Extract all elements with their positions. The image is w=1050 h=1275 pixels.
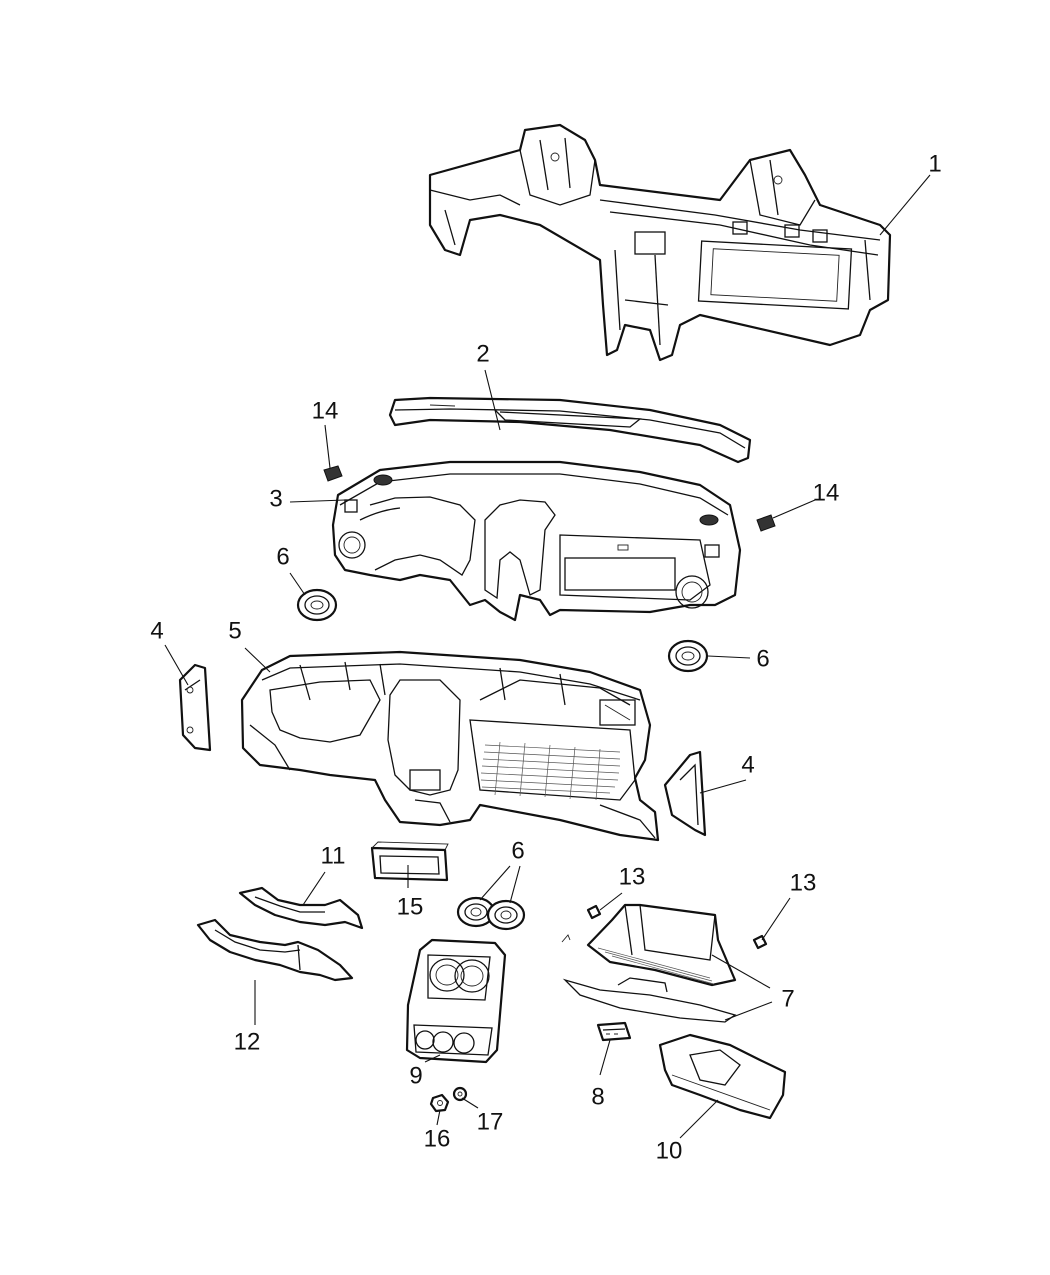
small-pin [561,934,571,943]
part-4-end-cap-left [178,663,212,752]
callout-labels: 1 2 3 4 4 5 6 6 6 7 8 9 10 11 12 13 13 1… [150,150,941,1164]
callout-12: 12 [234,1028,261,1055]
callout-6-center: 6 [511,837,524,864]
part-13-clip-right [752,934,768,950]
callout-3: 3 [269,485,282,512]
callout-14-right: 14 [813,479,840,506]
part-14-right-clip [756,514,776,532]
callout-8: 8 [591,1083,604,1110]
callout-4-right: 4 [741,751,754,778]
callout-1: 1 [928,150,941,177]
callout-16: 16 [424,1125,451,1152]
part-17-fastener [452,1086,468,1102]
part-2-instrument-panel-top-pad [388,396,752,464]
callout-13-left: 13 [619,863,646,890]
callout-5: 5 [228,617,241,644]
part-1-cross-car-beam [428,123,892,362]
callout-6-right: 6 [756,645,769,672]
part-15-instrument-cluster [370,841,449,882]
part-12-steering-column-cover-lower [196,918,354,982]
callout-4-left: 4 [150,617,163,644]
part-3-instrument-panel-upper [331,460,742,622]
part-4-end-cap-right [663,750,707,837]
part-6-air-outlet-right [667,639,709,673]
callout-13-right: 13 [790,869,817,896]
part-5-instrument-panel-lower [240,650,660,842]
part-10-glove-box-inner-panel [658,1033,787,1120]
part-7-glove-box [562,903,737,1023]
callout-10: 10 [656,1137,683,1164]
callout-6-left: 6 [276,543,289,570]
part-6-air-outlet-center-right [486,899,526,931]
part-13-clip-left [586,904,602,920]
part-9-center-stack-bezel [405,938,507,1064]
part-6-air-outlet-left [296,588,338,622]
part-16-fastener [429,1093,450,1113]
callout-11: 11 [321,842,346,869]
callout-9: 9 [409,1062,422,1089]
part-14-left-clip [323,465,343,482]
callout-15: 15 [397,893,424,920]
callout-7: 7 [781,985,794,1012]
part-11-steering-column-bezel-upper [238,886,364,930]
callout-14-left: 14 [312,397,339,424]
part-8-glove-box-latch [596,1021,632,1042]
callout-17: 17 [477,1108,504,1135]
leader-lines [164,174,931,1139]
callout-2: 2 [476,340,489,367]
